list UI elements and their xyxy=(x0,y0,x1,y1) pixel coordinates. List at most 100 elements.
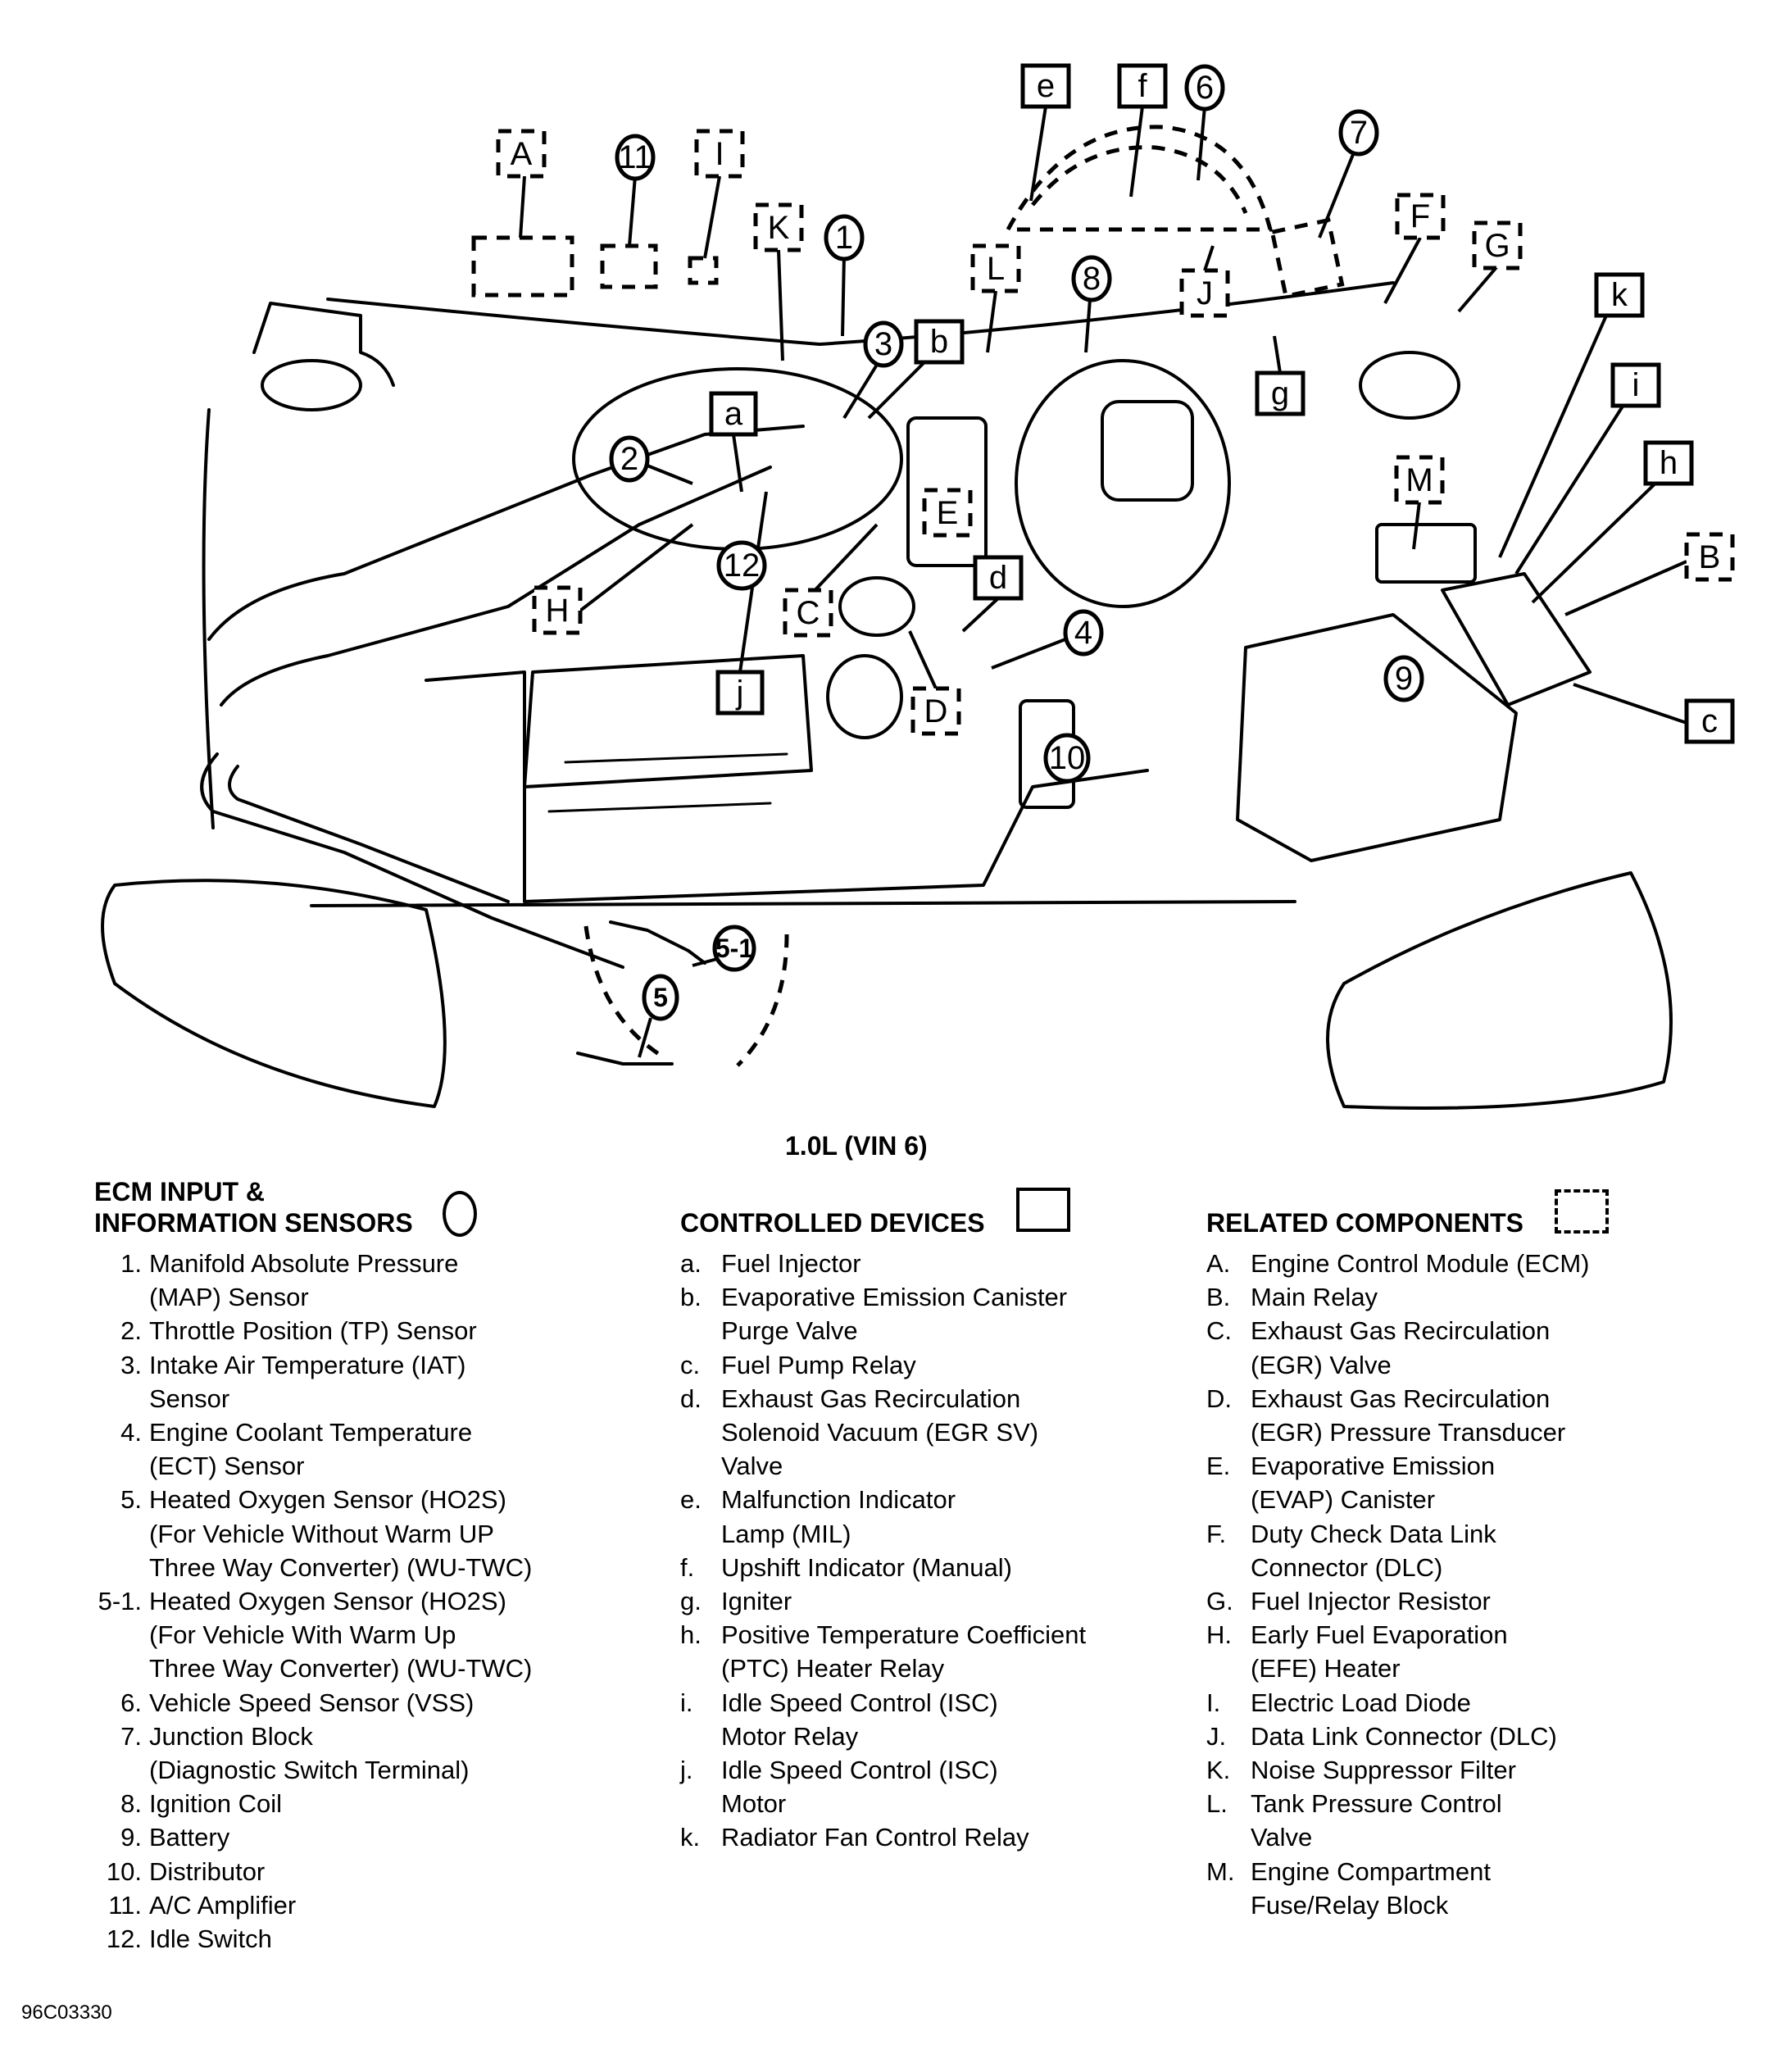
legend-item-text: Vehicle Speed Sensor (VSS) xyxy=(149,1688,475,1717)
legend-item-text: Positive Temperature Coefficient xyxy=(721,1620,1087,1650)
svg-text:2: 2 xyxy=(620,441,638,477)
front-crossmember xyxy=(310,900,1296,907)
callout-E: E xyxy=(922,488,973,538)
callout-h: h xyxy=(1531,440,1694,604)
legend-sensors-heading-line2: INFORMATION SENSORS xyxy=(94,1208,413,1238)
svg-text:I: I xyxy=(715,136,724,172)
svg-text:L: L xyxy=(987,251,1005,287)
callout-9: 9 xyxy=(1383,655,1424,702)
relay-box xyxy=(1441,572,1592,707)
legend-item-text: Three Way Converter) (WU-TWC) xyxy=(149,1654,533,1684)
legend-item-text: Engine Compartment xyxy=(1251,1856,1491,1886)
svg-text:7: 7 xyxy=(1350,115,1368,151)
legend-item-text: Exhaust Gas Recirculation xyxy=(1251,1316,1551,1346)
legend-item-text: Data Link Connector (DLC) xyxy=(1251,1721,1557,1751)
svg-text:e: e xyxy=(1037,68,1055,104)
legend-item-text: Duty Check Data Link xyxy=(1251,1519,1496,1548)
legend-item-continuation: (For Vehicle With Warm Up xyxy=(94,1618,668,1652)
coolant-pipe-inner xyxy=(228,765,510,903)
legend-devices-heading-text: CONTROLLED DEVICES xyxy=(680,1208,985,1238)
legend-item: k.Radiator Fan Control Relay xyxy=(680,1820,1188,1854)
legend-item: I.Electric Load Diode xyxy=(1206,1686,1739,1720)
left-strut-cap xyxy=(261,359,362,411)
svg-text:H: H xyxy=(546,593,570,629)
legend-sensors-heading-line1: ECM INPUT & xyxy=(94,1177,265,1206)
egr-valve xyxy=(838,576,915,637)
legend-item-continuation: Fuse/Relay Block xyxy=(1206,1888,1739,1922)
legend-item-continuation: (Diagnostic Switch Terminal) xyxy=(94,1753,668,1787)
evap-canister xyxy=(906,416,988,567)
legend-sensors: ECM INPUT & INFORMATION SENSORS 1.Manifo… xyxy=(94,1176,668,1956)
callout-H: H xyxy=(532,523,694,635)
legend-item-key: M. xyxy=(1206,1856,1235,1886)
callout-j: j xyxy=(715,491,768,716)
legend-item-key: i. xyxy=(680,1688,693,1717)
valve-cover xyxy=(523,654,813,788)
svg-text:k: k xyxy=(1611,277,1628,313)
legend-item: i. Idle Speed Control (ISC) xyxy=(680,1686,1188,1720)
legend-item-continuation: (PTC) Heater Relay xyxy=(680,1652,1188,1685)
legend-item-key: j. xyxy=(680,1756,693,1785)
oil-filler-cap xyxy=(826,654,903,739)
callout-1: 1 xyxy=(824,214,865,337)
legend-item-text: Motor Relay xyxy=(721,1721,859,1751)
legend-item-text: Heated Oxygen Sensor (HO2S) xyxy=(149,1587,506,1616)
callout-M: M xyxy=(1394,455,1445,550)
svg-text:D: D xyxy=(924,693,948,729)
legend-item-continuation: (EVAP) Canister xyxy=(1206,1483,1739,1516)
svg-text:C: C xyxy=(797,595,820,631)
legend-item: 1.Manifold Absolute Pressure xyxy=(94,1247,668,1280)
legend-item-key: D. xyxy=(1206,1384,1232,1413)
callout-L: L xyxy=(970,243,1021,353)
legend-item-text: Evaporative Emission xyxy=(1251,1452,1496,1481)
svg-text:10: 10 xyxy=(1049,740,1086,776)
callout-10: 10 xyxy=(1043,733,1091,784)
legend-item-text: Electric Load Diode xyxy=(1251,1688,1471,1717)
left-strut-tower xyxy=(252,302,395,387)
legend-item-key: 5. xyxy=(120,1485,142,1515)
callout-I: I xyxy=(694,129,745,259)
svg-text:8: 8 xyxy=(1083,261,1101,297)
legend-item-text: Connector (DLC) xyxy=(1251,1552,1443,1582)
legend-item-text: Motor xyxy=(721,1789,787,1819)
callout-a: a xyxy=(709,391,758,493)
legend-item-text: (PTC) Heater Relay xyxy=(721,1654,945,1684)
legend-item-text: Ignition Coil xyxy=(149,1789,282,1819)
legend-item-continuation: Valve xyxy=(680,1449,1188,1483)
circle-symbol-icon xyxy=(443,1191,477,1237)
legend-item-text: (EGR) Pressure Transducer xyxy=(1251,1418,1566,1447)
legend-item-key: 2. xyxy=(120,1316,142,1346)
legend-item: E.Evaporative Emission xyxy=(1206,1449,1739,1483)
legend-item-text: Idle Speed Control (ISC) xyxy=(721,1688,998,1717)
brake-booster xyxy=(1015,359,1231,608)
legend-item-text: Lamp (MIL) xyxy=(721,1519,851,1548)
svg-text:5-1: 5-1 xyxy=(715,934,753,963)
svg-text:g: g xyxy=(1271,375,1289,411)
legend-item-text: Valve xyxy=(1251,1823,1313,1852)
dashed-box-symbol-icon xyxy=(1555,1189,1609,1234)
ecm-outline xyxy=(471,235,574,298)
legend-item-text: Early Fuel Evaporation xyxy=(1251,1620,1508,1650)
legend-item-text: Evaporative Emission Canister xyxy=(721,1283,1068,1312)
legend-item-key: 12. xyxy=(106,1924,142,1954)
figure-id: 96C03330 xyxy=(21,2002,112,2024)
legend-item-text: Battery xyxy=(149,1823,230,1852)
callout-4: 4 xyxy=(991,609,1104,670)
legend-item-text: Valve xyxy=(721,1452,783,1481)
legend-item-text: Fuel Pump Relay xyxy=(721,1350,916,1379)
valve-cover-rib2 xyxy=(547,802,772,813)
legend-item-text: (For Vehicle Without Warm UP xyxy=(149,1519,494,1548)
legend-item: 10.Distributor xyxy=(94,1855,668,1888)
legend-item-text: Upshift Indicator (Manual) xyxy=(721,1552,1012,1582)
legend-item-text: Noise Suppressor Filter xyxy=(1251,1756,1516,1785)
callout-5: 5 xyxy=(638,974,679,1058)
valve-cover-rib xyxy=(564,752,788,764)
svg-text:5: 5 xyxy=(653,983,668,1012)
solid-box-symbol-icon xyxy=(1016,1188,1070,1232)
legend-item: d.Exhaust Gas Recirculation xyxy=(680,1382,1188,1415)
legend-related: RELATED COMPONENTS A.Engine Control Modu… xyxy=(1206,1176,1739,1922)
legend-item-continuation: (EGR) Pressure Transducer xyxy=(1206,1415,1739,1449)
junction-block-outline xyxy=(1269,217,1345,299)
svg-text:12: 12 xyxy=(724,548,761,584)
